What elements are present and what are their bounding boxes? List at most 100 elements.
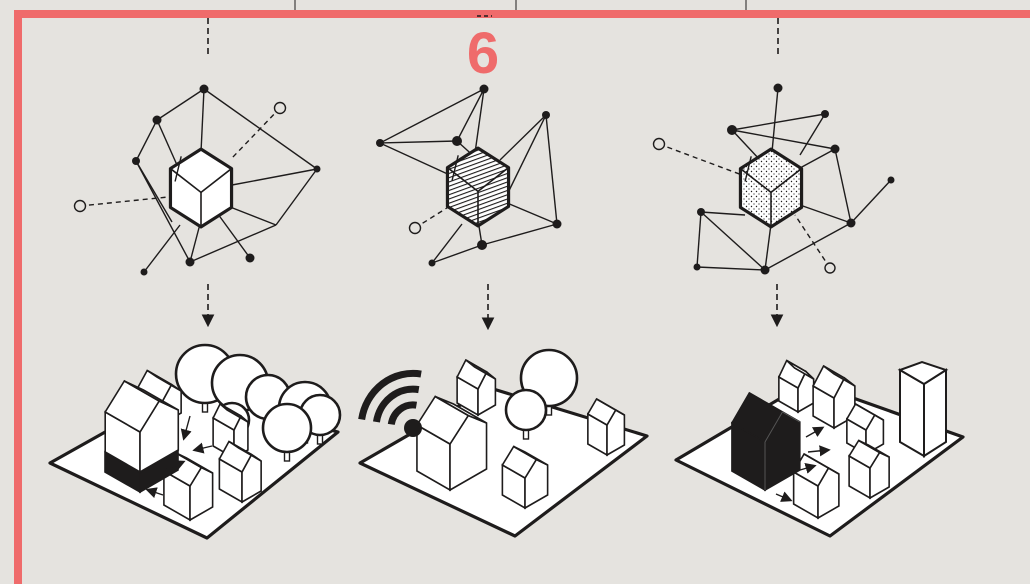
network-link bbox=[379, 140, 458, 144]
network-house-1 bbox=[168, 147, 234, 229]
house-roof bbox=[219, 403, 249, 423]
flow-arrow-icon bbox=[192, 442, 213, 454]
open-node-icon bbox=[273, 101, 287, 115]
network-link bbox=[700, 211, 746, 216]
wifi-arc bbox=[358, 369, 422, 421]
network-node-icon bbox=[697, 208, 705, 216]
network-node-icon bbox=[552, 219, 562, 229]
network-node-icon bbox=[376, 139, 384, 147]
house bbox=[104, 379, 180, 474]
house-roof bbox=[465, 359, 496, 380]
house bbox=[777, 359, 815, 414]
house bbox=[792, 452, 840, 520]
house bbox=[845, 402, 885, 456]
network-node-icon bbox=[313, 165, 321, 173]
network-node-icon bbox=[452, 136, 462, 146]
network-node-icon bbox=[773, 83, 783, 93]
house-edge bbox=[174, 156, 182, 182]
network-link bbox=[143, 224, 181, 273]
house-roof bbox=[823, 365, 856, 387]
network-link bbox=[764, 223, 772, 271]
network-link bbox=[850, 179, 892, 224]
network-link bbox=[731, 129, 761, 161]
tree-crown bbox=[504, 388, 548, 432]
house-roof bbox=[855, 403, 884, 421]
wifi-arc bbox=[387, 401, 418, 426]
network-node-icon bbox=[185, 257, 195, 267]
house-roof bbox=[803, 453, 840, 475]
open-node-icon bbox=[652, 137, 666, 151]
network-node-icon bbox=[479, 84, 489, 94]
network-node-icon bbox=[152, 115, 162, 125]
network-link bbox=[799, 204, 852, 224]
network-link bbox=[135, 119, 158, 162]
house bbox=[218, 440, 262, 504]
network-link bbox=[189, 223, 201, 263]
network-link bbox=[731, 129, 836, 150]
network-node-icon bbox=[199, 84, 209, 94]
house-edge bbox=[744, 156, 752, 182]
tower-top bbox=[897, 360, 949, 386]
house-roof bbox=[228, 440, 262, 462]
house bbox=[456, 358, 497, 417]
network-node-icon bbox=[140, 268, 148, 276]
tree-crown bbox=[261, 402, 313, 454]
flow-arrow-icon bbox=[145, 487, 164, 498]
house bbox=[415, 395, 488, 492]
wifi-signal-icon bbox=[358, 369, 422, 437]
flow-arrow-icon bbox=[180, 415, 192, 441]
house-roof bbox=[858, 439, 890, 458]
network-link bbox=[200, 88, 205, 153]
network-link bbox=[456, 88, 485, 142]
network-house-2 bbox=[445, 146, 511, 228]
network-link bbox=[379, 88, 485, 144]
house-roof bbox=[596, 398, 625, 416]
network-link bbox=[799, 148, 836, 169]
network-node-icon bbox=[830, 144, 840, 154]
network-node-icon bbox=[428, 259, 436, 267]
house-roof bbox=[434, 395, 487, 424]
network-node-icon bbox=[132, 157, 140, 165]
network-link bbox=[214, 209, 251, 259]
network-link bbox=[431, 244, 483, 264]
network-link bbox=[499, 114, 547, 161]
step-number: 6 bbox=[466, 21, 500, 86]
network-link bbox=[431, 223, 463, 264]
network-link bbox=[696, 211, 702, 268]
network-node-icon bbox=[727, 125, 737, 135]
wifi-arc bbox=[372, 385, 420, 423]
house bbox=[501, 445, 549, 510]
network-link bbox=[764, 222, 852, 271]
flow-arrow-icon bbox=[775, 491, 793, 502]
network-link bbox=[231, 107, 281, 159]
network-link bbox=[156, 119, 178, 166]
network-link bbox=[481, 223, 558, 246]
network-house-3 bbox=[738, 147, 804, 229]
network-link bbox=[658, 143, 743, 176]
network-link bbox=[156, 88, 205, 121]
network-link bbox=[799, 113, 826, 156]
flow-arrow-icon bbox=[164, 460, 186, 471]
network-link bbox=[135, 160, 191, 263]
network-link bbox=[696, 266, 766, 271]
flow-arrow-icon bbox=[805, 426, 825, 438]
black-house bbox=[730, 391, 801, 492]
network-node-icon bbox=[887, 176, 895, 184]
accent-frame-top bbox=[14, 10, 1030, 18]
open-node-icon bbox=[408, 221, 422, 235]
network-node-icon bbox=[542, 111, 550, 119]
open-node-icon bbox=[73, 199, 87, 213]
network-node-icon bbox=[477, 240, 487, 250]
wifi-dot bbox=[404, 419, 422, 437]
house-edge bbox=[764, 411, 801, 443]
flow-arrow-icon bbox=[807, 445, 831, 457]
network-link bbox=[189, 224, 277, 263]
network-link bbox=[231, 168, 318, 186]
network-node-icon bbox=[821, 110, 829, 118]
network-node-icon bbox=[846, 218, 856, 228]
network-link bbox=[794, 214, 831, 269]
open-node-icon bbox=[824, 262, 836, 274]
flow-arrow-icon bbox=[799, 462, 817, 474]
